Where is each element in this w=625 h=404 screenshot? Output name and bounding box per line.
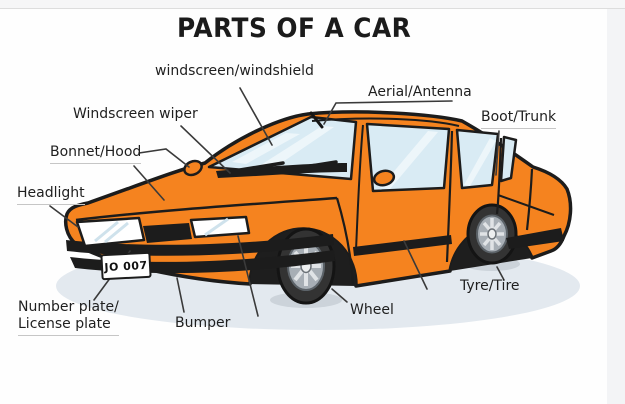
label-windscreen-wiper: Windscreen wiper	[73, 106, 198, 122]
top-border-line	[0, 8, 625, 9]
label-number-plate: Number plate/ License plate	[18, 299, 119, 336]
rear-door-window	[455, 128, 500, 190]
headlights	[75, 215, 251, 248]
front-bumper-band-upper	[66, 234, 334, 256]
leader-sill	[403, 240, 428, 290]
leader-headlight	[49, 205, 79, 228]
cowl-mirror	[183, 159, 203, 177]
top-band	[0, 0, 625, 8]
left-headlight	[75, 216, 146, 248]
page-title: PARTS OF A CAR	[177, 13, 412, 44]
leader-bumper	[176, 277, 185, 313]
leader-wiper	[180, 125, 231, 174]
label-aerial-antenna: Aerial/Antenna	[368, 84, 472, 100]
label-headlight: Headlight	[17, 185, 85, 205]
label-boot-trunk: Boot/Trunk	[481, 109, 557, 129]
label-wheel: Wheel	[350, 302, 394, 318]
side-molding	[353, 235, 452, 256]
leader-bonnet-a	[138, 148, 190, 168]
body-seams	[75, 117, 555, 285]
label-tyre-tire: Tyre/Tire	[460, 278, 520, 294]
leader-front-diagonal	[237, 235, 259, 317]
door-mirror	[372, 169, 396, 187]
license-plate: JO 007	[100, 251, 152, 281]
leader-tyre	[496, 266, 505, 281]
right-headlight	[189, 215, 251, 239]
aerial-antenna	[309, 111, 324, 129]
label-windscreen-windshield: windscreen/windshield	[155, 63, 314, 79]
label-bumper: Bumper	[175, 315, 231, 331]
leader-boot	[495, 130, 500, 176]
quarter-window	[499, 135, 518, 183]
label-bonnet-hood: Bonnet/Hood	[50, 144, 142, 164]
mirrors-and-aerial	[183, 111, 396, 187]
leader-aerial	[323, 100, 453, 125]
label-number-plate-line2: License plate	[18, 316, 119, 336]
right-edge-strip	[607, 9, 625, 404]
rear-bumper-band	[506, 228, 564, 249]
grille	[143, 223, 192, 243]
leader-windscreen	[239, 87, 273, 146]
leader-wheel	[331, 288, 348, 303]
windscreen-wipers	[216, 160, 347, 178]
leader-bonnet-b	[133, 165, 165, 201]
label-number-plate-line1: Number plate/	[18, 299, 119, 315]
rear-wheel	[466, 203, 518, 265]
